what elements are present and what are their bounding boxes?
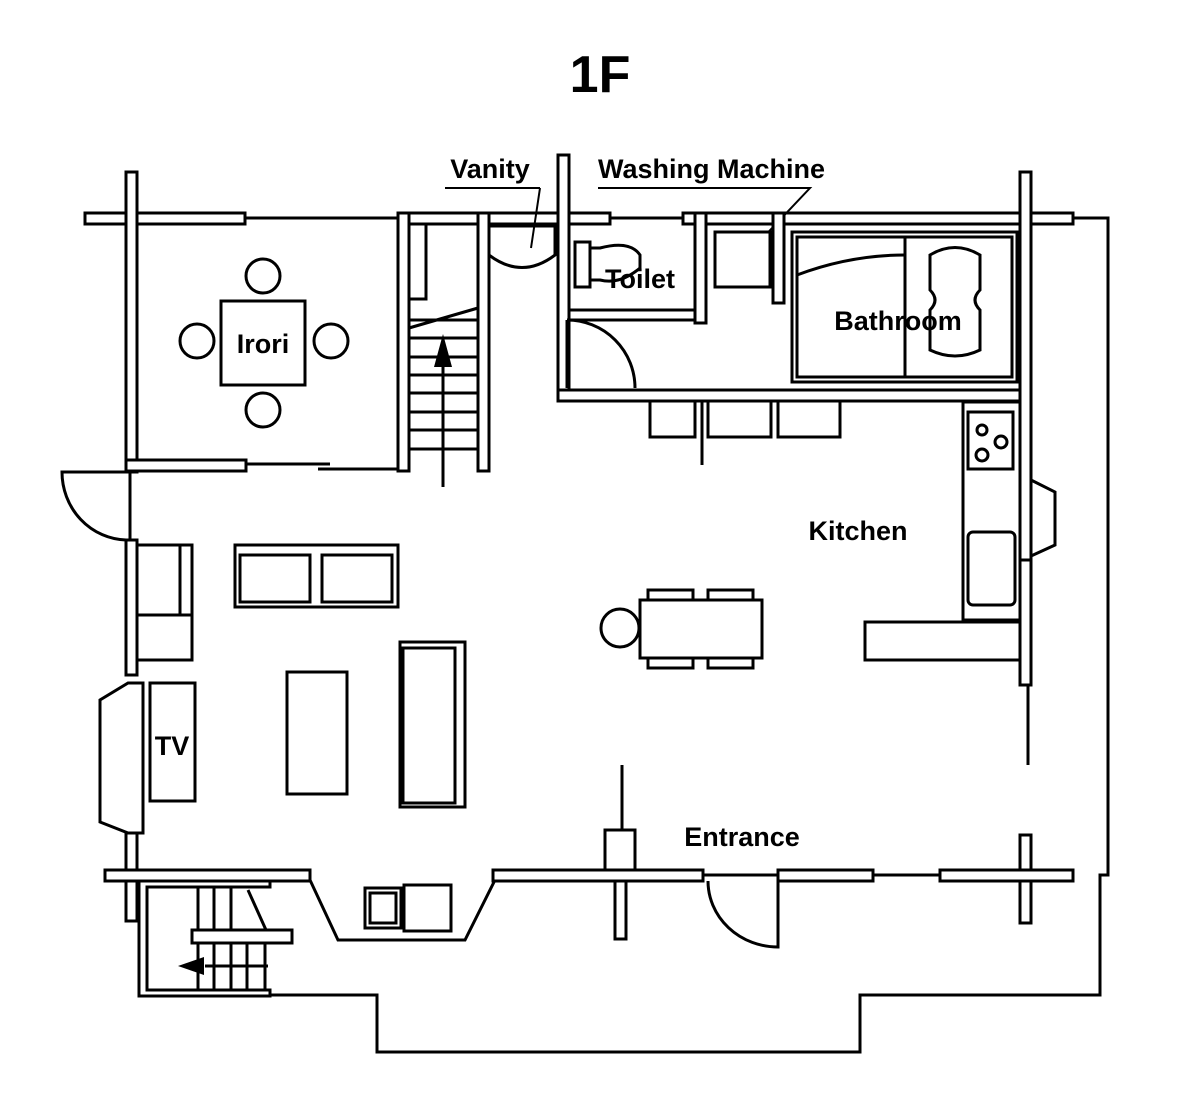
- washing-machine: Washing Machine: [598, 154, 825, 305]
- entrance-door: [706, 880, 780, 949]
- washing-machine-label: Washing Machine: [598, 154, 825, 184]
- cabinets: [648, 399, 842, 465]
- vanity: Vanity: [445, 154, 557, 269]
- sink: [966, 530, 1017, 607]
- living-room: TV: [98, 543, 467, 835]
- main-staircase: [396, 211, 491, 487]
- cushion: [244, 391, 282, 429]
- kitchen-label: Kitchen: [808, 516, 907, 546]
- tv-bay: [98, 681, 145, 835]
- bathroom-label: Bathroom: [834, 306, 962, 336]
- entrance: Entrance: [603, 765, 800, 941]
- side-door: [60, 470, 127, 542]
- outer-boundary: [270, 216, 1110, 1054]
- counter: [863, 620, 1022, 662]
- wall: [556, 388, 1030, 403]
- kitchen: Kitchen: [808, 400, 1022, 662]
- irori-room: Irori: [124, 257, 398, 473]
- armchair: [135, 543, 194, 662]
- dining-table: [599, 588, 764, 670]
- bathtub: [928, 246, 982, 358]
- arrow-head-icon: [434, 334, 452, 367]
- irori-label: Irori: [237, 329, 290, 359]
- cushion: [312, 322, 350, 360]
- tv-label: TV: [155, 731, 190, 761]
- cushion: [178, 322, 216, 360]
- right-wall: [1018, 170, 1057, 925]
- floor-title: 1F: [570, 46, 631, 104]
- irori-hearth: [219, 299, 307, 387]
- toilet: Toilet: [565, 211, 708, 389]
- tv: [148, 681, 197, 803]
- vanity-label: Vanity: [450, 154, 530, 184]
- bathroom: Bathroom: [790, 230, 1019, 384]
- top-wall: [83, 211, 1075, 226]
- toilet-door: [565, 318, 637, 389]
- toilet-label: Toilet: [605, 264, 675, 294]
- arrow-head-icon: [178, 957, 204, 975]
- entrance-label: Entrance: [684, 822, 800, 852]
- cushion: [244, 257, 282, 295]
- lower-staircase: [137, 881, 294, 998]
- coffee-table: [285, 670, 349, 796]
- bottom-wall: [103, 868, 1075, 942]
